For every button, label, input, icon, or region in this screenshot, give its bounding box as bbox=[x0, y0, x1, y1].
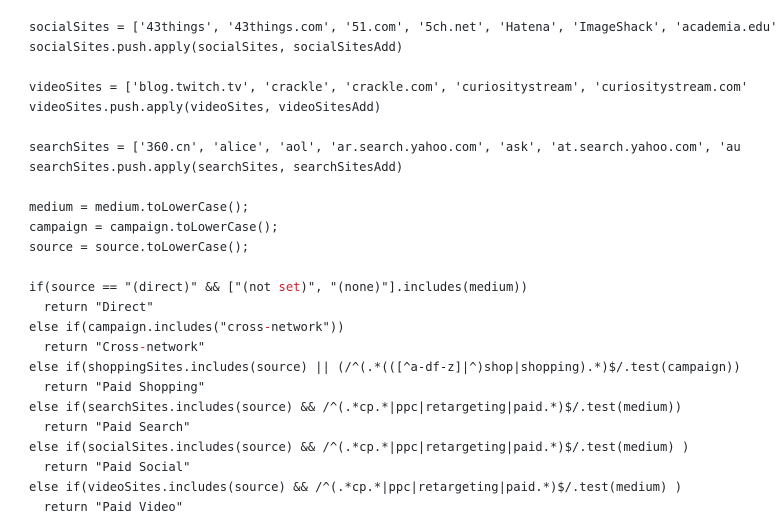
code-line: return "Paid Social" bbox=[29, 457, 777, 477]
code-line: else if(socialSites.includes(source) && … bbox=[29, 437, 777, 457]
code-line: else if(videoSites.includes(source) && /… bbox=[29, 477, 777, 497]
code-token: network")) bbox=[271, 320, 345, 334]
code-token: return "Paid Video" bbox=[29, 500, 184, 514]
code-line bbox=[29, 57, 777, 77]
code-line: return "Paid Video" bbox=[29, 497, 777, 517]
code-token: searchSites = ['360.cn', 'alice', 'aol',… bbox=[29, 140, 741, 154]
code-line bbox=[29, 117, 777, 137]
code-token: searchSites.push.apply(searchSites, sear… bbox=[29, 160, 404, 174]
code-token: source = source.toLowerCase(); bbox=[29, 240, 250, 254]
code-token: medium = medium.toLowerCase(); bbox=[29, 200, 250, 214]
code-line: return "Direct" bbox=[29, 297, 777, 317]
code-line: return "Paid Shopping" bbox=[29, 377, 777, 397]
code-token: else if(shoppingSites.includes(source) |… bbox=[29, 360, 741, 374]
code-line: else if(shoppingSites.includes(source) |… bbox=[29, 357, 777, 377]
code-line: else if(searchSites.includes(source) && … bbox=[29, 397, 777, 417]
code-line: videoSites = ['blog.twitch.tv', 'crackle… bbox=[29, 77, 777, 97]
code-token: socialSites.push.apply(socialSites, soci… bbox=[29, 40, 404, 54]
code-line: socialSites.push.apply(socialSites, soci… bbox=[29, 37, 777, 57]
code-token: )", "(none)"].includes(medium)) bbox=[300, 280, 528, 294]
code-line: medium = medium.toLowerCase(); bbox=[29, 197, 777, 217]
code-token: videoSites = ['blog.twitch.tv', 'crackle… bbox=[29, 80, 749, 94]
code-token: socialSites = ['43things', '43things.com… bbox=[29, 20, 777, 34]
code-token: else if(campaign.includes("cross bbox=[29, 320, 264, 334]
code-token: return "Direct" bbox=[29, 300, 154, 314]
code-token-highlight: - bbox=[139, 340, 147, 354]
code-line: else if(campaign.includes("cross-network… bbox=[29, 317, 777, 337]
code-line: searchSites = ['360.cn', 'alice', 'aol',… bbox=[29, 137, 777, 157]
code-token: else if(videoSites.includes(source) && /… bbox=[29, 480, 683, 494]
code-token: else if(searchSites.includes(source) && … bbox=[29, 400, 683, 414]
code-token: videoSites.push.apply(videoSites, videoS… bbox=[29, 100, 382, 114]
code-token: return "Paid Social" bbox=[29, 460, 191, 474]
code-token-highlight: - bbox=[263, 320, 272, 334]
code-line: return "Cross-network" bbox=[29, 337, 777, 357]
code-token: return "Paid Shopping" bbox=[29, 380, 206, 394]
code-line: campaign = campaign.toLowerCase(); bbox=[29, 217, 777, 237]
code-line: socialSites = ['43things', '43things.com… bbox=[29, 17, 777, 37]
code-token: network" bbox=[146, 340, 206, 354]
code-token: campaign = campaign.toLowerCase(); bbox=[29, 220, 279, 234]
code-token: return "Cross bbox=[29, 340, 140, 354]
code-token: else if(socialSites.includes(source) && … bbox=[29, 440, 690, 454]
code-line: source = source.toLowerCase(); bbox=[29, 237, 777, 257]
code-line bbox=[29, 177, 777, 197]
code-line: if(source == "(direct)" && ["(not set)",… bbox=[29, 277, 777, 297]
code-token-highlight: set bbox=[278, 280, 301, 294]
code-line: searchSites.push.apply(searchSites, sear… bbox=[29, 157, 777, 177]
code-token: return "Paid Search" bbox=[29, 420, 191, 434]
code-line bbox=[29, 257, 777, 277]
code-line: return "Paid Search" bbox=[29, 417, 777, 437]
code-viewer: socialSites = ['43things', '43things.com… bbox=[29, 20, 777, 514]
code-block[interactable]: socialSites = ['43things', '43things.com… bbox=[29, 17, 777, 517]
code-line: videoSites.push.apply(videoSites, videoS… bbox=[29, 97, 777, 117]
code-token: if(source == "(direct)" && ["(not bbox=[29, 280, 279, 294]
